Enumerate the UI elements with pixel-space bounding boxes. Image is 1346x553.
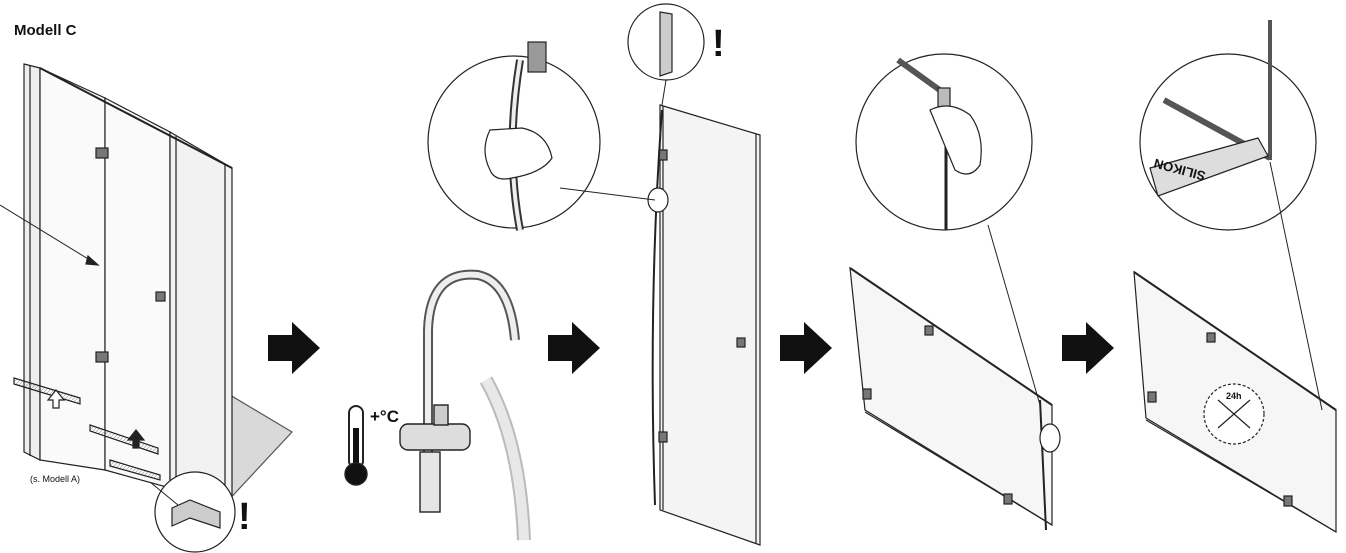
- silicone-magnifier-icon: [1139, 53, 1317, 231]
- step-3-mount-seal: [427, 3, 761, 546]
- thermometer-icon: [344, 405, 368, 486]
- temperature-label: +°C: [370, 407, 400, 426]
- model-reference: (s. Modell A): [30, 474, 81, 484]
- clock-icon: [1203, 383, 1265, 445]
- arrow-right-icon: [548, 322, 600, 374]
- model-title: Modell C: [14, 22, 77, 39]
- step-2-heat-seal: [344, 269, 531, 541]
- cure-time-label: 24h: [1226, 391, 1242, 401]
- exclamation-icon: !: [712, 23, 725, 65]
- step-1-enclosure: [0, 63, 293, 553]
- step-4-trim-seal: [849, 53, 1061, 531]
- arrow-right-icon: [780, 322, 832, 374]
- step-5-silicone: [1133, 20, 1337, 534]
- up-arrow-outline-icon: [46, 389, 66, 409]
- arrow-right-icon: [1062, 322, 1114, 374]
- hand-icon: [1039, 423, 1061, 453]
- faucet-icon: [399, 269, 520, 513]
- up-arrow-solid-icon: [126, 429, 146, 449]
- exclamation-icon: !: [238, 496, 251, 538]
- arrow-right-icon: [268, 322, 320, 374]
- hand-icon: [647, 187, 669, 213]
